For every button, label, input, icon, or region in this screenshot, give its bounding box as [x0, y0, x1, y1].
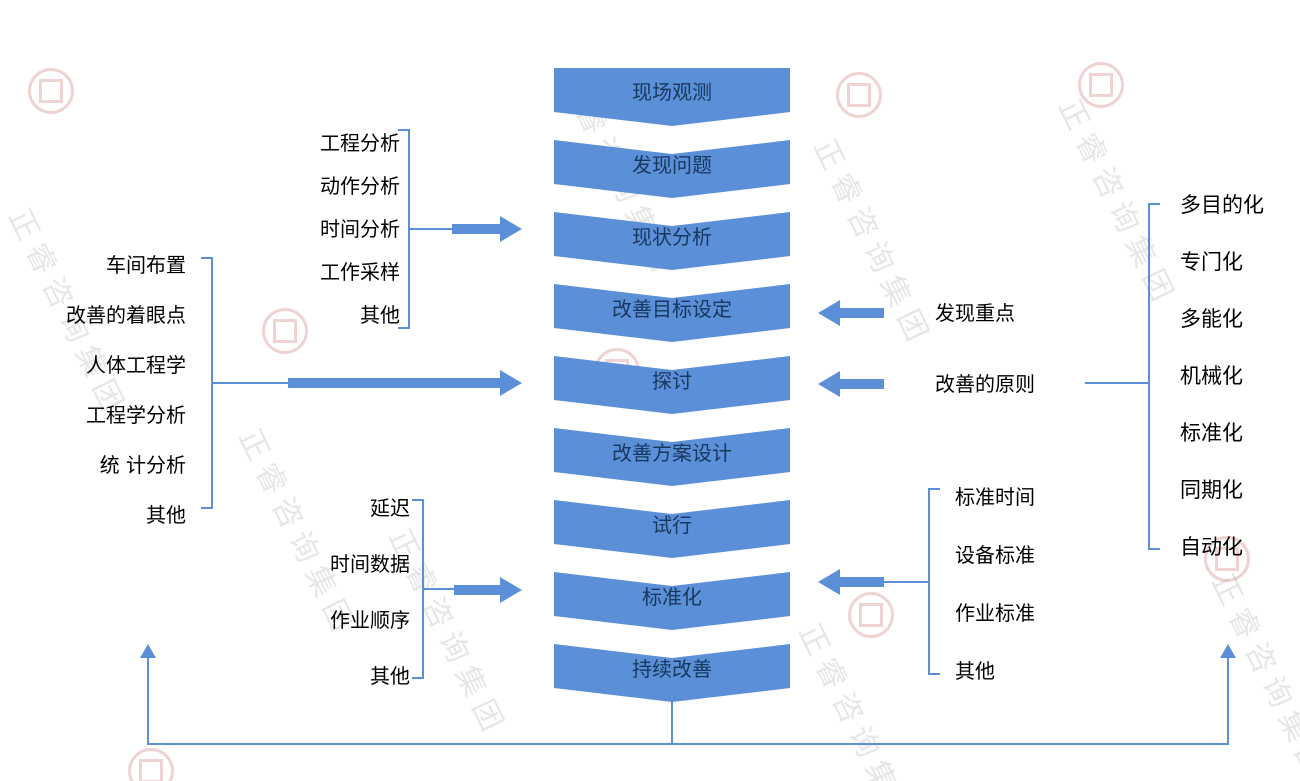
list-item: 机械化 [1180, 364, 1243, 388]
flow-step-label: 发现问题 [632, 152, 712, 177]
flow-step-label: 试行 [652, 512, 692, 537]
watermark-text: 正睿咨询集团 [1204, 568, 1300, 781]
list-item: 改善的着眼点 [66, 303, 186, 327]
standards-bracket [928, 488, 940, 675]
list-item: 标准化 [1180, 421, 1243, 445]
analysis-methods-list: 工程分析 动作分析 时间分析 工作采样 其他 [230, 122, 400, 337]
list-item: 专门化 [1180, 250, 1243, 274]
discussion-inputs-list: 车间布置 改善的着眼点 人体工程学 工程学分析 统 计分析 其他 [10, 240, 186, 540]
principles-list: 多目的化 专门化 多能化 机械化 标准化 同期化 自动化 [1180, 177, 1300, 576]
list-item: 时间分析 [320, 217, 400, 241]
arrow-principles-to-discussion [818, 371, 884, 397]
arrow-standards-to-standardization [818, 569, 884, 595]
list-item: 时间数据 [330, 552, 410, 576]
flow-step-label: 现场观测 [632, 79, 712, 104]
improvement-principles-label: 改善的原则 [935, 372, 1035, 396]
list-item: 其他 [955, 659, 995, 683]
watermark-text: 正睿咨询集团 [791, 618, 923, 781]
standardization-inputs-bracket [412, 499, 424, 679]
arrow-analysis-to-current-state [452, 216, 522, 242]
list-item: 其他 [360, 303, 400, 327]
flow-step-label: 现状分析 [632, 224, 712, 249]
list-item: 多能化 [1180, 307, 1243, 331]
arrow-key-points-to-goal-setting [818, 300, 884, 326]
list-item: 车间布置 [106, 253, 186, 277]
feedback-arrowhead-left-icon [140, 644, 156, 658]
flow-step-standardization: 标准化 [554, 572, 790, 630]
watermark-logo-icon [836, 72, 882, 118]
list-item: 作业顺序 [330, 608, 410, 632]
watermark-logo-icon [1078, 62, 1124, 108]
flow-step-trial: 试行 [554, 500, 790, 558]
arrow-inputs-to-standardization [454, 577, 522, 603]
feedback-line-left-vertical [147, 657, 149, 745]
flow-step-site-observation: 现场观测 [554, 68, 790, 126]
flow-step-solution-design: 改善方案设计 [554, 428, 790, 486]
list-item: 人体工程学 [86, 353, 186, 377]
discussion-inputs-connector-line [213, 382, 288, 384]
list-item: 多目的化 [1180, 193, 1264, 217]
list-item: 工程分析 [320, 131, 400, 155]
list-item: 工程学分析 [86, 403, 186, 427]
list-item: 动作分析 [320, 174, 400, 198]
principles-connector-line [1085, 382, 1148, 384]
standards-list: 标准时间 设备标准 作业标准 其他 [955, 468, 1085, 700]
discussion-inputs-bracket [201, 257, 213, 509]
feedback-line-bottom-horizontal [147, 743, 1229, 745]
flow-step-improvement-goal-setting: 改善目标设定 [554, 284, 790, 342]
watermark-text: 正睿咨询集团 [806, 133, 938, 354]
watermark-logo-icon [28, 68, 74, 114]
principles-bracket [1148, 203, 1160, 550]
flow-step-problem-discovery: 发现问题 [554, 140, 790, 198]
flow-step-current-state-analysis: 现状分析 [554, 212, 790, 270]
feedback-line-center-vertical [671, 700, 673, 745]
list-item: 标准时间 [955, 485, 1035, 509]
flow-step-label: 改善目标设定 [612, 296, 732, 321]
flow-step-label: 探讨 [652, 368, 692, 393]
arrow-inputs-to-discussion [288, 370, 522, 396]
standardization-inputs-connector-line [424, 588, 454, 590]
standards-connector-line [884, 581, 928, 583]
watermark-logo-icon [128, 748, 174, 781]
flow-step-label: 标准化 [642, 584, 702, 609]
watermark-logo-icon [848, 592, 894, 638]
list-item: 设备标准 [955, 543, 1035, 567]
list-item: 统 计分析 [99, 453, 186, 477]
list-item: 延迟 [370, 496, 410, 520]
standardization-inputs-list: 延迟 时间数据 作业顺序 其他 [280, 480, 410, 704]
feedback-line-right-vertical [1227, 657, 1229, 745]
list-item: 工作采样 [320, 260, 400, 284]
list-item: 其他 [146, 503, 186, 527]
key-points-label: 发现重点 [935, 301, 1015, 325]
list-item: 其他 [370, 664, 410, 688]
analysis-methods-connector-line [410, 228, 452, 230]
analysis-methods-bracket [398, 129, 410, 329]
flow-step-discussion: 探讨 [554, 356, 790, 414]
flow-step-label: 持续改善 [632, 656, 712, 681]
list-item: 作业标准 [955, 601, 1035, 625]
list-item: 同期化 [1180, 478, 1243, 502]
list-item: 自动化 [1180, 535, 1243, 559]
feedback-arrowhead-right-icon [1220, 644, 1236, 658]
flow-step-label: 改善方案设计 [612, 440, 732, 465]
flow-step-continuous-improvement: 持续改善 [554, 644, 790, 702]
watermark-text: 正睿咨询集团 [1051, 93, 1183, 314]
